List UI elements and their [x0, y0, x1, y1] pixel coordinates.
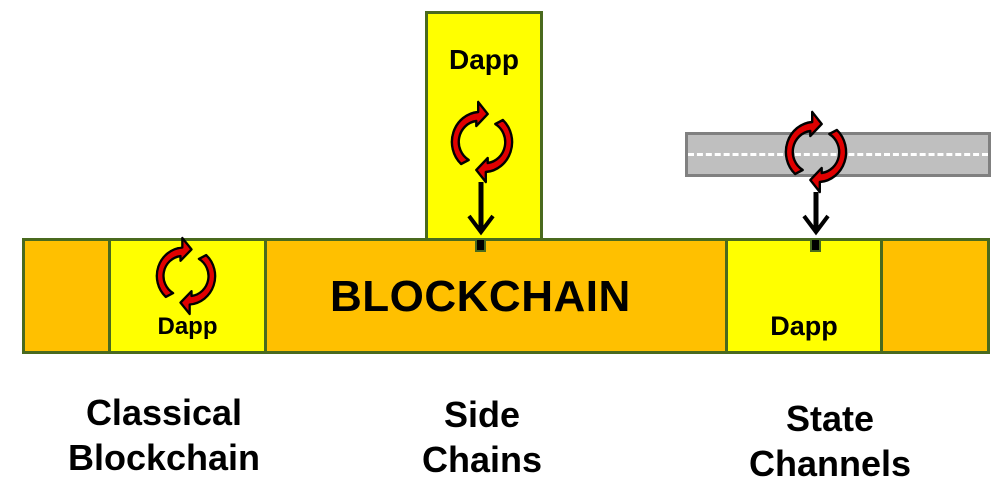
caption-line: Channels: [748, 443, 912, 484]
side-chains-caption: Side Chains: [352, 392, 612, 482]
side-chain-connector: [475, 238, 486, 252]
state-channels-caption: State Channels: [700, 396, 960, 486]
classical-dapp-label: Dapp: [157, 313, 218, 340]
state-channel-dapp-segment: Dapp: [725, 241, 883, 351]
blockchain-label: BLOCKCHAIN: [330, 272, 631, 321]
side-chain-down-arrow-icon: [467, 182, 495, 236]
state-channel-cycle-icon: [784, 110, 848, 194]
caption-line: Blockchain: [67, 437, 261, 478]
caption-line: State: [785, 398, 875, 439]
state-channel-connector: [810, 238, 821, 252]
caption-line: Classical: [85, 392, 243, 433]
side-chain-dapp-label: Dapp: [449, 44, 519, 75]
classical-cycle-icon: [155, 236, 217, 316]
caption-line: Chains: [421, 439, 543, 480]
state-channel-dapp-label: Dapp: [770, 311, 838, 341]
classical-blockchain-caption: Classical Blockchain: [34, 390, 294, 480]
side-chain-cycle-icon: [450, 100, 514, 184]
caption-line: Side: [443, 394, 521, 435]
state-channel-down-arrow-icon: [802, 192, 830, 236]
